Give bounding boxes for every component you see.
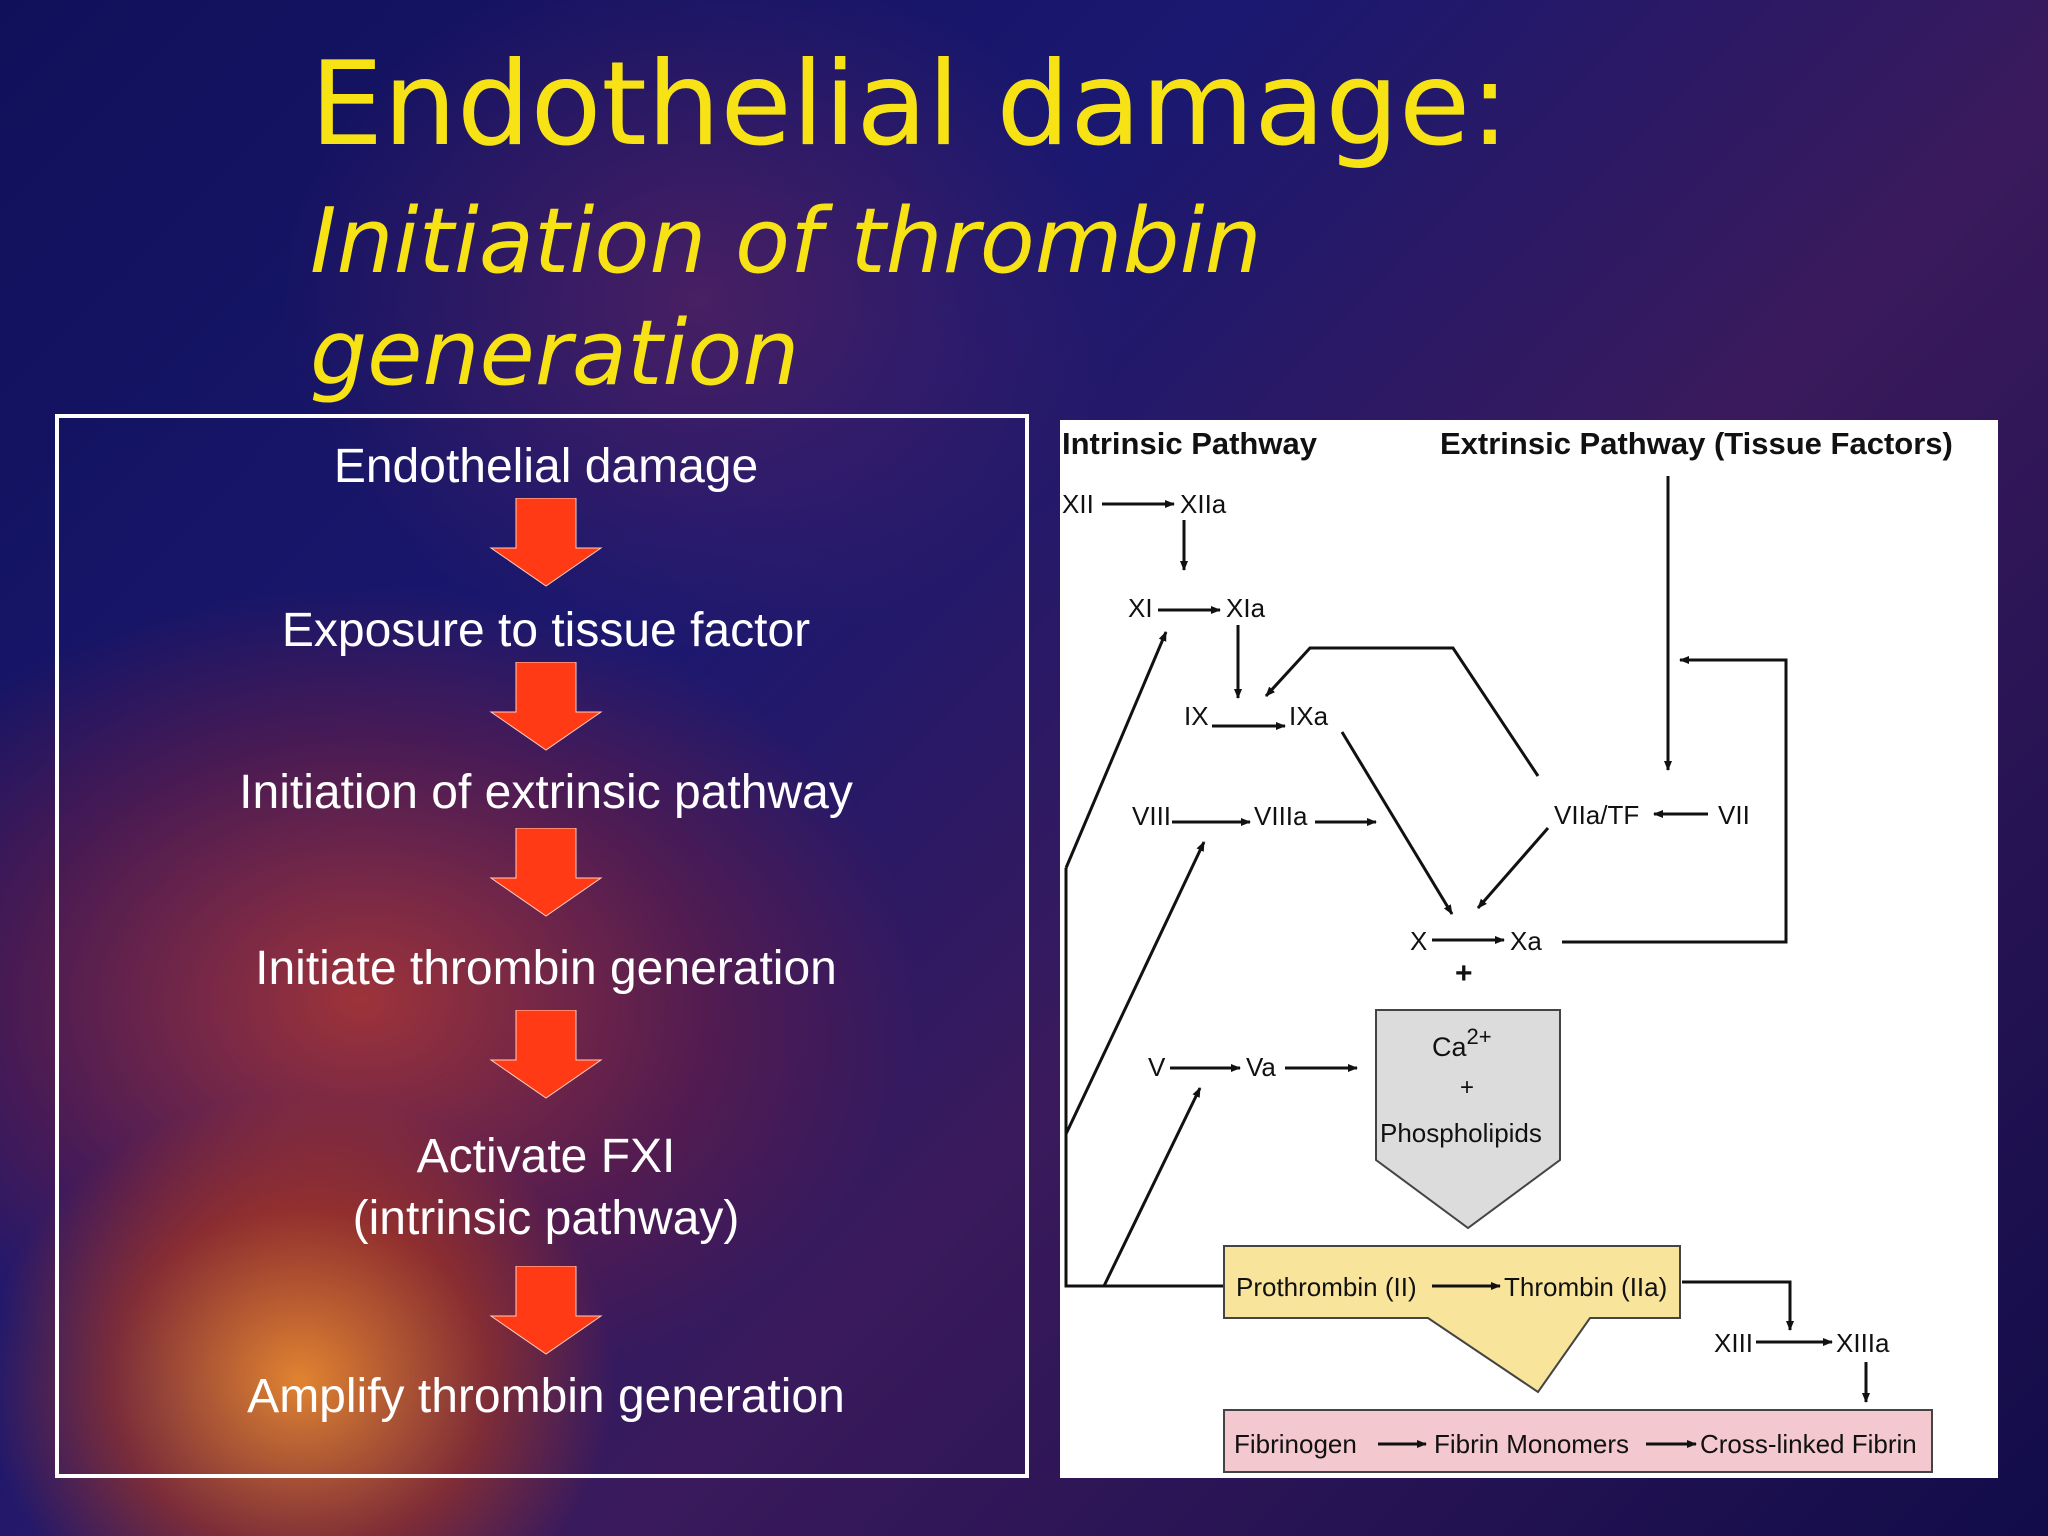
arrow-ixa-to-x bbox=[1340, 731, 1454, 915]
factor-xa: Xa bbox=[1510, 926, 1542, 956]
arrow-thrombin-to-xiii bbox=[1682, 1280, 1794, 1331]
calcium-label: Ca2+ bbox=[1432, 1024, 1492, 1062]
factor-xi: XI bbox=[1128, 593, 1153, 623]
factor-viiia: VIIIa bbox=[1254, 801, 1308, 831]
ca-plus-sign: + bbox=[1460, 1074, 1474, 1101]
fibrin-box bbox=[1223, 1409, 1933, 1473]
down-arrow-icon bbox=[489, 662, 603, 751]
flow-step-endothelial-damage: Endothelial damage bbox=[333, 440, 759, 493]
down-arrow-icon bbox=[489, 1266, 603, 1355]
fibrin-monomers-label: Fibrin Monomers bbox=[1434, 1429, 1629, 1459]
factor-viia-tf: VIIa/TF bbox=[1554, 800, 1639, 830]
thrombin-feedback-trunk bbox=[1064, 868, 1224, 1288]
ca-phospholipids-box bbox=[1375, 1009, 1561, 1230]
factor-v: V bbox=[1148, 1052, 1166, 1082]
plus-sign: + bbox=[1455, 957, 1473, 990]
arrow-xa-feedback bbox=[1562, 656, 1788, 944]
factor-ix: IX bbox=[1184, 701, 1209, 731]
arrow-thrombin-to-viii bbox=[1064, 841, 1206, 1135]
thrombin-label: Thrombin (IIa) bbox=[1504, 1272, 1667, 1302]
factor-xii: XII bbox=[1062, 489, 1094, 519]
slide-subtitle: Initiation of thrombin generation bbox=[310, 189, 1262, 406]
flow-step-intrinsic-pathway: (intrinsic pathway) bbox=[352, 1192, 740, 1245]
down-arrow-icon bbox=[489, 828, 603, 917]
extrinsic-pathway-header: Extrinsic Pathway (Tissue Factors) bbox=[1440, 426, 1953, 461]
intrinsic-pathway-header: Intrinsic Pathway bbox=[1062, 426, 1318, 461]
flow-step-initiate-thrombin: Initiate thrombin generation bbox=[255, 942, 837, 995]
factor-xiii: XIII bbox=[1714, 1328, 1753, 1358]
down-arrow-icon bbox=[489, 1010, 603, 1099]
crosslinked-fibrin-label: Cross-linked Fibrin bbox=[1700, 1429, 1917, 1459]
factor-vii: VII bbox=[1718, 800, 1750, 830]
calcium-charge: 2+ bbox=[1467, 1024, 1492, 1049]
factor-xia: XIa bbox=[1226, 593, 1266, 623]
arrow-thrombin-to-xi bbox=[1064, 631, 1168, 869]
factor-va: Va bbox=[1246, 1052, 1276, 1082]
factor-viii: VIII bbox=[1132, 801, 1171, 831]
flow-box: Endothelial damage Exposure to tissue fa… bbox=[55, 414, 1029, 1478]
coagulation-cascade-diagram: Intrinsic Pathway Extrinsic Pathway (Tis… bbox=[1060, 420, 1998, 1478]
flow-step-initiation-extrinsic: Initiation of extrinsic pathway bbox=[239, 766, 853, 819]
slide-title: Endothelial damage: bbox=[310, 37, 1510, 172]
calcium-symbol: Ca bbox=[1432, 1032, 1467, 1062]
factor-xiia: XIIa bbox=[1180, 489, 1227, 519]
factor-ixa: IXa bbox=[1289, 701, 1329, 731]
flow-step-activate-fxi: Activate FXI bbox=[416, 1130, 676, 1183]
prothrombin-label: Prothrombin (II) bbox=[1236, 1272, 1417, 1302]
phospholipids-label: Phospholipids bbox=[1380, 1118, 1542, 1148]
flow-step-exposure-tissue-factor: Exposure to tissue factor bbox=[281, 604, 811, 657]
factor-x: X bbox=[1410, 926, 1427, 956]
flow-step-amplify-thrombin: Amplify thrombin generation bbox=[247, 1370, 845, 1423]
factor-xiiia: XIIIa bbox=[1836, 1328, 1890, 1358]
fibrinogen-label: Fibrinogen bbox=[1234, 1429, 1357, 1459]
down-arrow-icon bbox=[489, 498, 603, 587]
arrow-viiatf-to-x bbox=[1476, 827, 1550, 909]
prothrombin-box bbox=[1223, 1245, 1681, 1394]
arrow-thrombin-to-v bbox=[1102, 1087, 1202, 1287]
arrow-viiatf-to-ix bbox=[1264, 646, 1540, 777]
